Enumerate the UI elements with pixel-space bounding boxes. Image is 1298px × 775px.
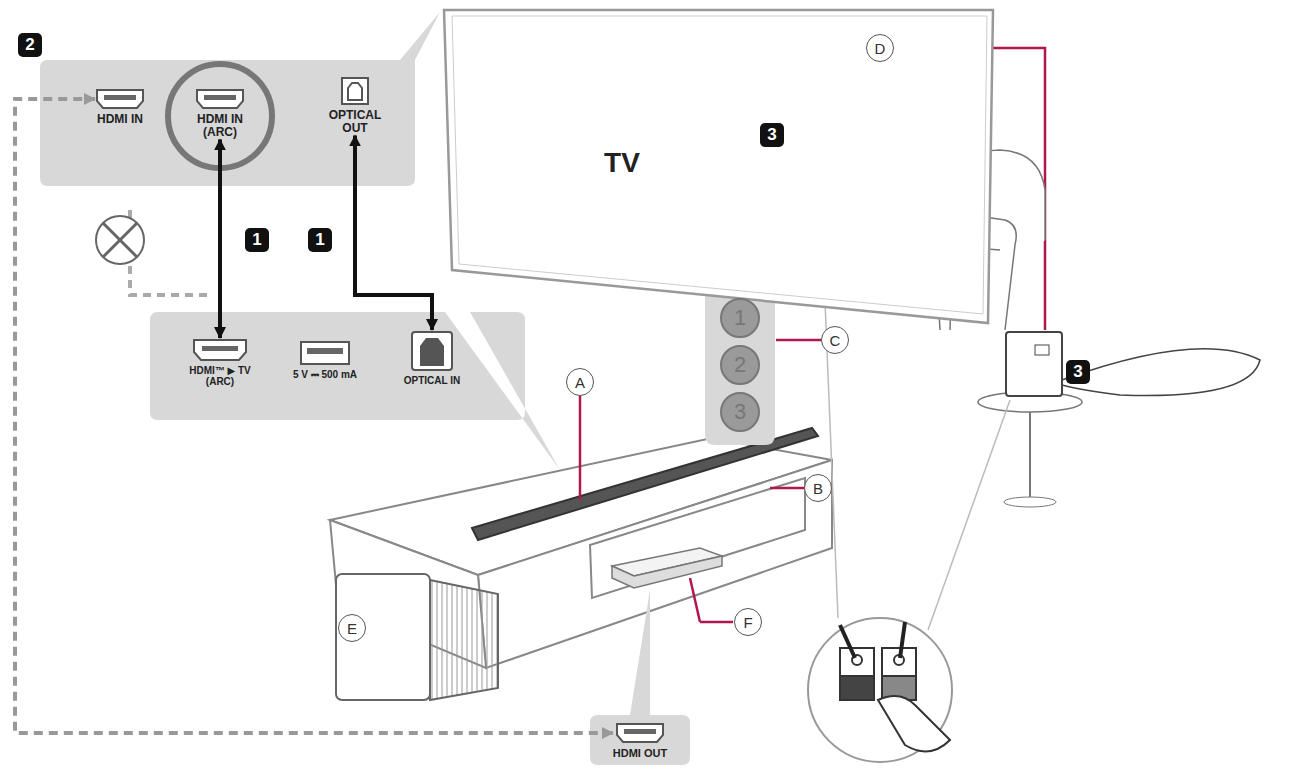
soundbar-port-panel: [150, 312, 560, 470]
subwoofer: [336, 574, 430, 700]
port-icon: [299, 340, 351, 366]
port: HDMI OUT: [613, 722, 667, 759]
port: HDMI™ ▶ TV (ARC): [178, 338, 262, 387]
port: HDMI IN (ARC): [189, 88, 251, 139]
callout-number: 1: [245, 228, 269, 252]
part-letter: C: [821, 326, 849, 354]
terminal-zoom: [808, 618, 952, 762]
button-number: 1: [720, 298, 760, 338]
port-label: OPTICAL IN: [404, 375, 460, 386]
port-icon: [192, 338, 248, 362]
part-letter: D: [866, 34, 894, 62]
cabinet-front: [478, 460, 832, 668]
port-icon: [195, 88, 245, 110]
port-icon: [340, 76, 370, 106]
part-letter: B: [804, 474, 832, 502]
prohibited-cross: [103, 223, 137, 257]
finger: [878, 696, 950, 751]
port-icon: [410, 330, 454, 372]
button-number: 2: [720, 345, 760, 385]
port-icon: [615, 722, 665, 744]
callout-number: 1: [308, 228, 332, 252]
cable: [355, 135, 432, 330]
part-letter: A: [566, 368, 594, 396]
port: OPTICAL OUT: [323, 76, 387, 135]
callout-number: 3: [760, 123, 784, 147]
port: 5 V ⎓ 500 mA: [293, 340, 357, 380]
part-letter: E: [338, 614, 366, 642]
port: HDMI IN: [95, 88, 145, 126]
rear-speaker: [1006, 332, 1062, 396]
hdmi-out-panel: [590, 590, 690, 765]
prohibited-mark: [96, 216, 144, 264]
port-label: HDMI IN (ARC): [189, 113, 251, 139]
port-label: HDMI IN: [97, 113, 143, 126]
callout-number: 3: [1066, 360, 1090, 384]
part-letter: F: [734, 608, 762, 636]
tv-screen: TV: [442, 8, 995, 325]
port-label: HDMI™ ▶ TV (ARC): [178, 365, 262, 387]
port: OPTICAL IN: [404, 330, 460, 386]
subwoofer-grille: [430, 580, 498, 700]
device-name: TV: [604, 148, 640, 179]
button-number: 3: [720, 392, 760, 432]
set-top-box-front: [612, 556, 722, 588]
port-label: 5 V ⎓ 500 mA: [293, 369, 357, 380]
tv-port-panel: [40, 12, 440, 186]
port-label: HDMI OUT: [613, 747, 667, 759]
port-label: OPTICAL OUT: [323, 109, 387, 135]
cable: [218, 139, 222, 338]
tv-outline: [442, 8, 995, 325]
dashed-cable: [130, 210, 212, 295]
callout-number: 2: [18, 33, 42, 57]
port-icon: [95, 88, 145, 110]
